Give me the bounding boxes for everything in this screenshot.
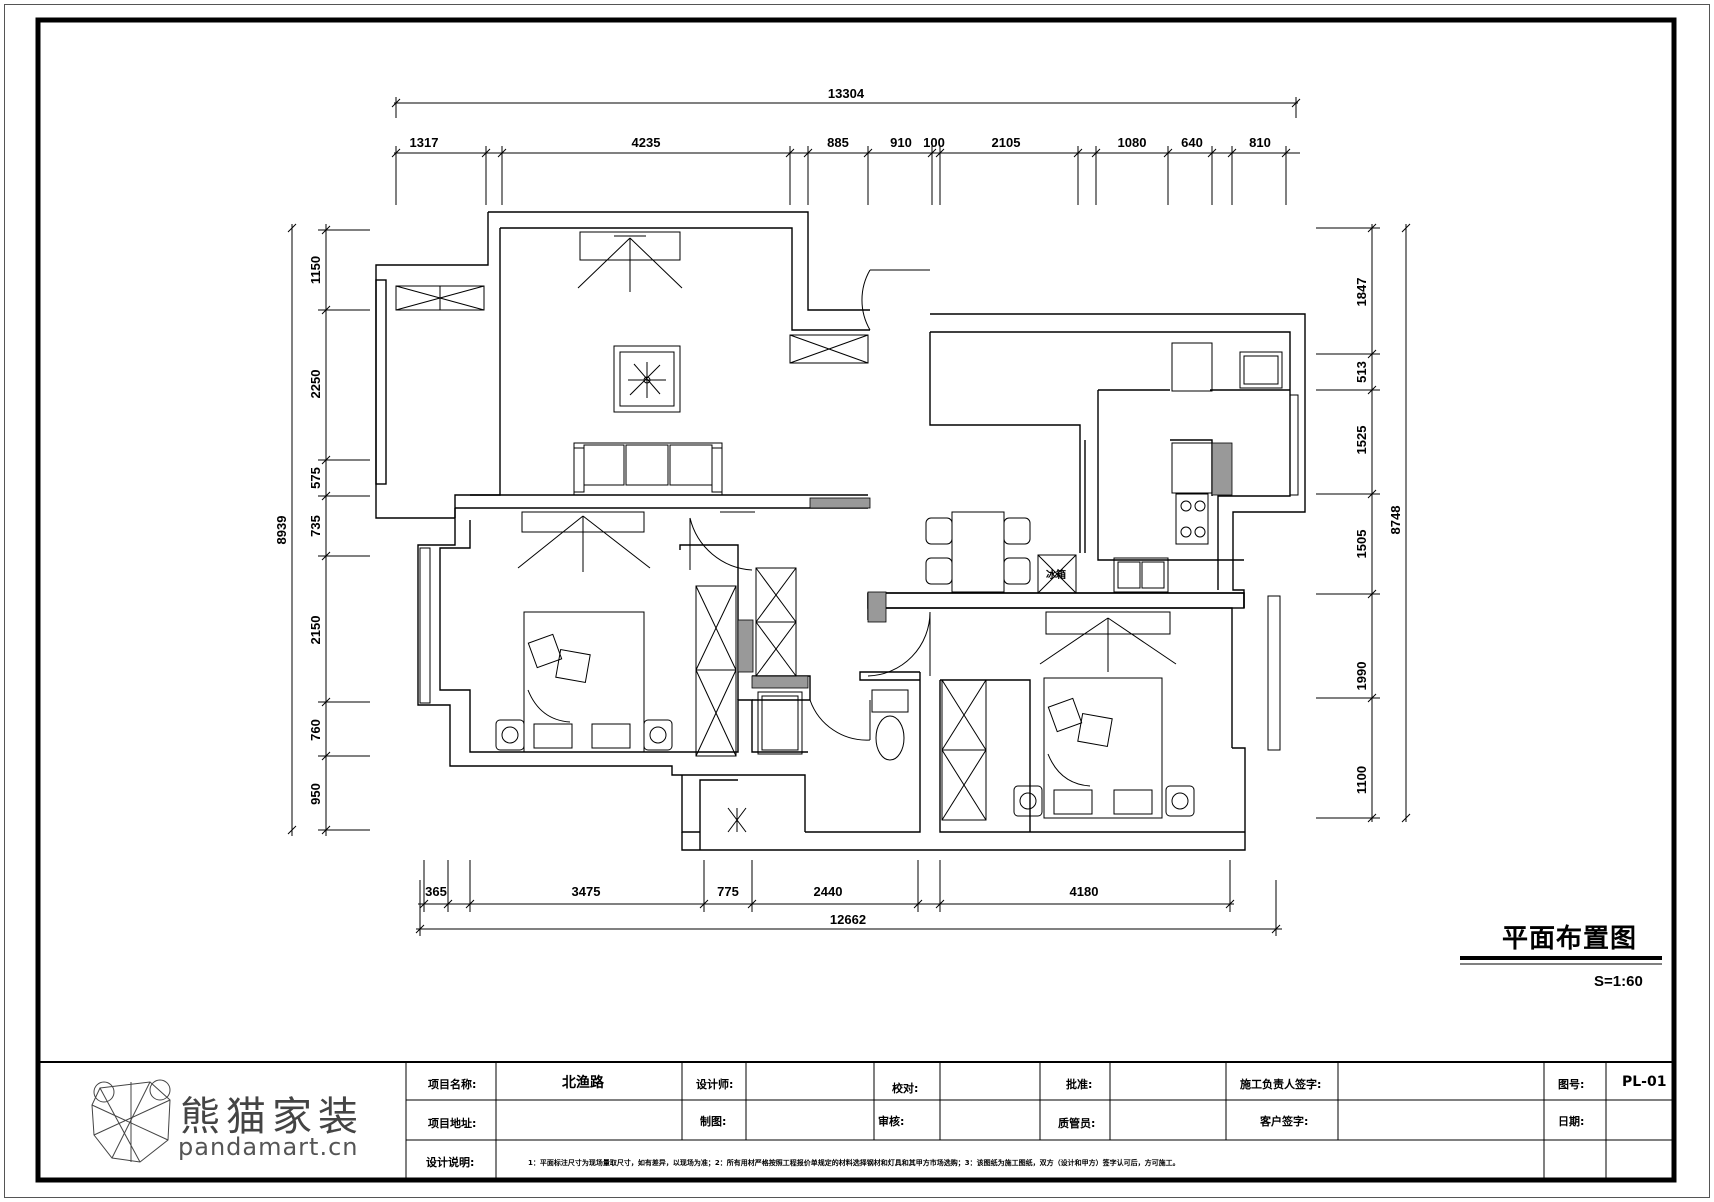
dimension-value: 1150 (308, 256, 323, 284)
living-room-furniture (573, 345, 755, 513)
dimension-value: 513 (1354, 361, 1369, 383)
dimension-labels: 13304 1317 4235 885 910 100 2105 1080 640 810 365 3… (274, 86, 1403, 927)
drawing-scale: S=1:60 (1594, 973, 1643, 990)
left-bed (495, 611, 673, 753)
project-name-label: 项目名称: (428, 1078, 477, 1091)
dimension-value: 100 (923, 135, 945, 150)
dining-set: 冰箱 (925, 511, 1077, 594)
dimension-value: 8748 (1388, 506, 1403, 535)
dimension-value: 575 (308, 467, 323, 489)
coffee-table-plant-icon (628, 362, 666, 398)
dimension-value: 810 (1249, 135, 1271, 150)
dim-tick (287, 825, 297, 835)
date-label: 日期: (1558, 1115, 1585, 1128)
notes-text: 1：平面标注尺寸为现场量取尺寸，如有差异，以现场为准；2：所有用材严格按照工程报… (528, 1159, 1180, 1167)
dim-tick (1401, 813, 1411, 823)
dimension-value: 910 (890, 135, 912, 150)
dimension-value: 1317 (410, 135, 439, 150)
project-name-value: 北渔路 (562, 1075, 604, 1091)
logo-name: 熊猫家装 (180, 1094, 364, 1140)
title-block-grid (37, 1061, 1675, 1181)
construction-lead-label: 施工负责人签字: (1240, 1078, 1322, 1091)
proofread-label: 校对: (892, 1082, 919, 1095)
dimension-value: 1080 (1118, 135, 1147, 150)
dimension-value: 1505 (1354, 530, 1369, 559)
dimension-value: 760 (308, 719, 323, 741)
dimension-value: 3475 (572, 884, 601, 899)
dimension-lines (287, 97, 1411, 936)
dimension-value: 775 (717, 884, 739, 899)
dimension-value: 2150 (308, 616, 323, 645)
dimension-value: 1100 (1354, 766, 1369, 794)
project-address-label: 项目地址: (428, 1117, 477, 1130)
walls (375, 211, 1306, 851)
doors (689, 269, 931, 741)
hatched-walls (737, 442, 1233, 689)
dimension-value: 885 (827, 135, 849, 150)
notes-label: 设计说明: (426, 1156, 475, 1169)
tv-and-lights (517, 231, 1177, 672)
dimension-value: 950 (308, 783, 323, 805)
kitchen-furniture (1113, 342, 1283, 593)
wardrobes (695, 567, 987, 821)
logo-url: pandamart.cn (178, 1133, 359, 1161)
approve-label: 批准: (1066, 1078, 1093, 1091)
drawing-title: 平面布置图 (1502, 924, 1638, 954)
dim-tick (287, 223, 297, 233)
dimension-value: 735 (308, 515, 323, 537)
inner-border (35, 17, 1677, 1183)
qc-label: 质管员: (1058, 1117, 1096, 1130)
drafter-label: 制图: (700, 1115, 727, 1128)
designer-label: 设计师: (696, 1078, 734, 1091)
dimension-value: 2105 (992, 135, 1021, 150)
dimension-value: 12662 (830, 912, 866, 927)
windows (395, 285, 1299, 751)
dimension-value: 640 (1181, 135, 1203, 150)
outer-frame (4, 4, 1710, 1198)
right-bed (1013, 677, 1195, 819)
review-label: 审核: (878, 1115, 905, 1128)
dimension-value: 4235 (632, 135, 661, 150)
drawing-no-value: PL-01 (1622, 1074, 1667, 1090)
dimension-value: 13304 (828, 86, 865, 101)
dimension-value: 1525 (1354, 426, 1369, 455)
drawing-no-label: 图号: (1558, 1078, 1585, 1091)
dim-tick (1401, 223, 1411, 233)
dimension-value: 1990 (1354, 662, 1369, 691)
dimension-value: 2250 (308, 370, 323, 399)
bathroom-fixtures (727, 689, 909, 833)
dimension-value: 2440 (814, 884, 843, 899)
drawing-title-underline (1460, 956, 1662, 965)
dimension-value: 365 (425, 884, 447, 899)
dimension-value: 1847 (1354, 278, 1369, 307)
dimension-value: 4180 (1070, 884, 1099, 899)
panda-logo-icon (91, 1079, 171, 1163)
fridge-label: 冰箱 (1046, 568, 1066, 581)
dimension-value: 8939 (274, 516, 289, 545)
client-sign-label: 客户签字: (1260, 1115, 1309, 1128)
